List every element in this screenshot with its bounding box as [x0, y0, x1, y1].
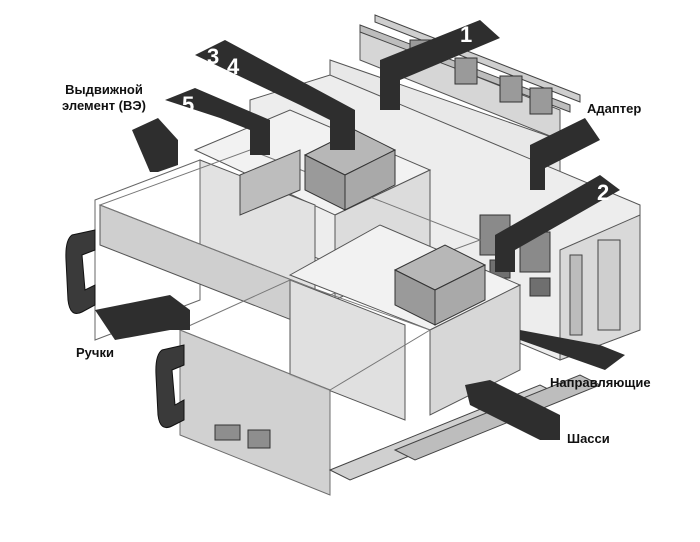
handle-upper-icon — [65, 229, 96, 314]
arrow-numbers: 1 2 3 4 5 — [182, 22, 609, 205]
number-4: 4 — [227, 54, 240, 79]
number-1: 1 — [460, 22, 472, 47]
arrow-guides — [520, 330, 625, 370]
arrow-handles — [95, 295, 190, 340]
arrow-5 — [165, 88, 270, 155]
arrow-3-4 — [195, 40, 355, 150]
label-withdrawable-element: Выдвижной элемент (ВЭ) — [62, 82, 146, 113]
label-handles: Ручки — [76, 345, 114, 360]
arrow-withdrawable — [132, 118, 178, 172]
handle-lower-icon — [155, 344, 185, 429]
arrow-adapter — [530, 118, 600, 190]
arrow-2 — [495, 175, 620, 272]
arrow-chassis — [465, 380, 560, 440]
number-2: 2 — [597, 180, 609, 205]
label-guides: Направляющие — [550, 375, 651, 390]
label-adapter: Адаптер — [587, 101, 642, 116]
label-chassis: Шасси — [567, 431, 610, 446]
arrow-1 — [380, 20, 500, 110]
pointer-arrows — [95, 20, 625, 440]
number-5: 5 — [182, 92, 194, 117]
number-3: 3 — [207, 44, 219, 69]
